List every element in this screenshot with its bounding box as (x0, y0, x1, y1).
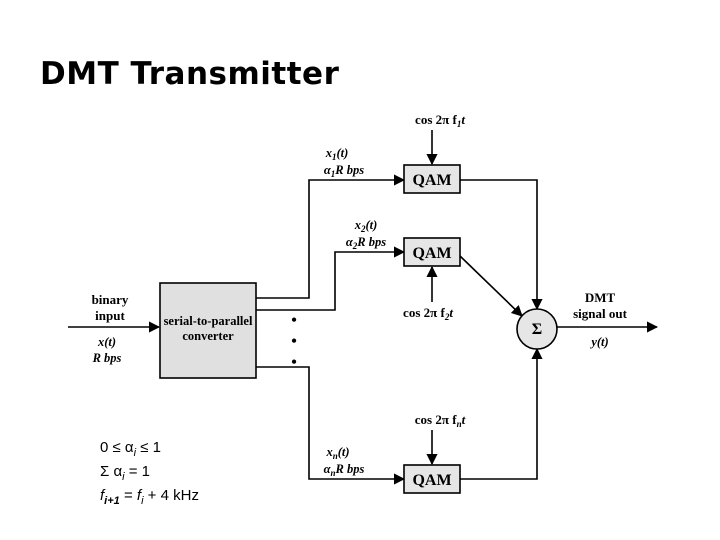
qam-2-to-summer (459, 255, 523, 317)
branch-2-signal: x2(t) (354, 218, 378, 234)
output-signal-label: y(t) (589, 335, 608, 349)
equation-alpha-range: 0 ≤ αi ≤ 1 (100, 439, 161, 459)
carrier-2-label: cos 2π f2t (403, 305, 453, 322)
branch-n-rate: αnR bps (324, 462, 365, 478)
qam-1-to-summer (460, 179, 543, 311)
summer-circle (516, 308, 558, 350)
branch-n-path (256, 366, 406, 485)
converter-line2: converter (182, 329, 234, 343)
input-label-line2: input (95, 308, 125, 323)
branch-2-path (256, 246, 406, 311)
continuation-dot: • (291, 333, 297, 350)
qam-label-1: QAM (412, 172, 451, 189)
qam-label-n: QAM (412, 472, 451, 489)
converter-line1: serial-to-parallel (164, 314, 253, 328)
branch-1-signal: x1(t) (325, 146, 349, 162)
equation-alpha-sum: Σ αi = 1 (100, 463, 150, 483)
serial-to-parallel-block (159, 282, 257, 379)
continuation-dot: • (291, 312, 297, 329)
branch-1-path (256, 174, 406, 299)
continuation-dot: • (291, 354, 297, 371)
carrier-n-label: cos 2π fnt (415, 412, 466, 429)
qam-label-2: QAM (412, 245, 451, 262)
output-label-line1: DMT (585, 290, 616, 305)
branch-2-rate: α2R bps (346, 235, 386, 251)
qam-block-1 (403, 164, 461, 194)
page-title: DMT Transmitter (40, 56, 340, 92)
output-label-line2: signal out (573, 306, 627, 321)
summer-symbol: Σ (532, 321, 542, 338)
branch-n-signal: xn(t) (325, 445, 349, 461)
equation-frequency-spacing: fi+1 = fi + 4 kHz (100, 487, 199, 507)
branch-1-rate: α1R bps (324, 163, 364, 179)
qam-block-2 (403, 237, 461, 267)
input-rate-label: R bps (92, 351, 122, 365)
carrier-1-label: cos 2π f1t (415, 112, 465, 129)
qam-n-to-summer (460, 347, 543, 480)
input-label-line1: binary (92, 292, 129, 307)
input-signal-label: x(t) (97, 335, 116, 349)
